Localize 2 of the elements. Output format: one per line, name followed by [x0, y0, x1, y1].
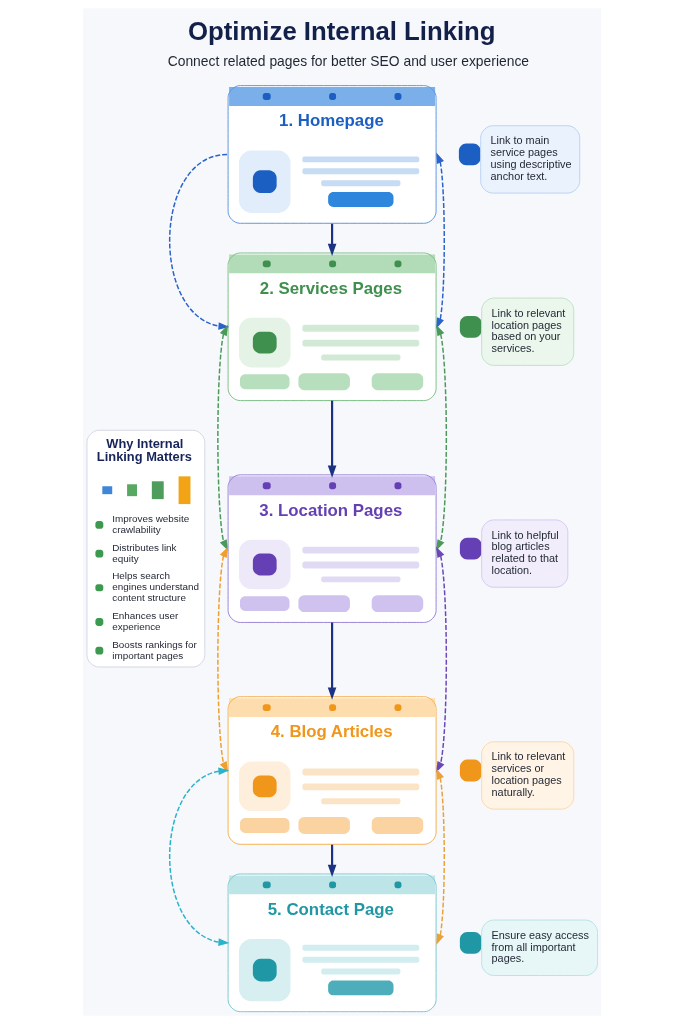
- caption: Connect related pages for better SEO and user experience: [167, 53, 529, 70]
- diagram-title: Optimize Internal Linking: [187, 16, 496, 45]
